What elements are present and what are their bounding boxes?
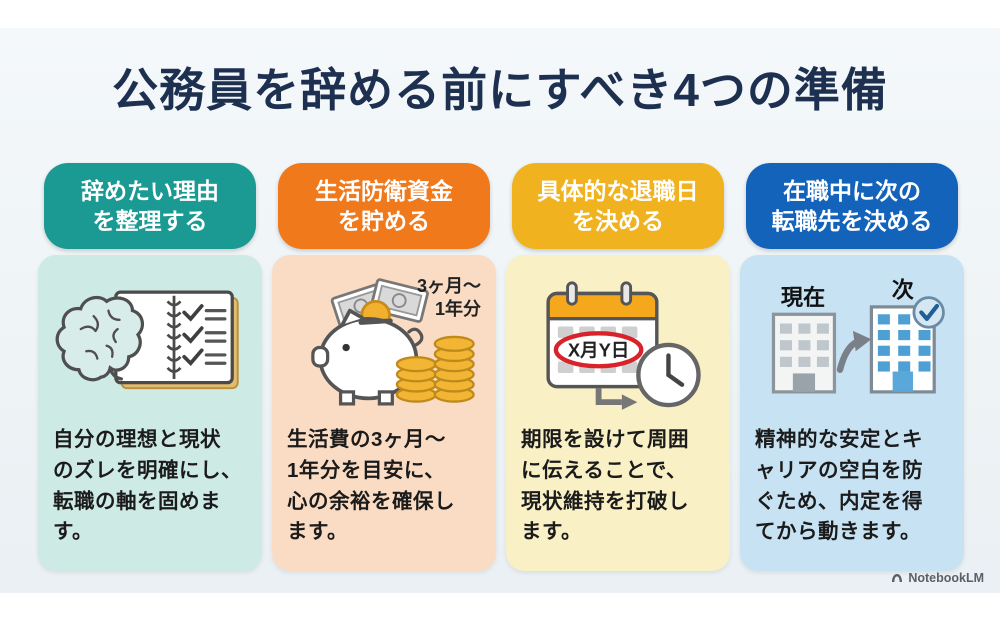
page-title: 公務員を辞める前にすべき4つの準備 <box>112 64 888 116</box>
card-header: 生活防衛資金 を貯める <box>278 163 490 249</box>
card-header: 具体的な退職日 を決める <box>512 163 724 249</box>
card-description: 精神的な安定とキ ャリアの空白を防 ぐため、内定を得 てから動きます。 <box>755 428 923 544</box>
piggy-bank-icon: 3ヶ月〜 1年分 <box>287 267 481 417</box>
savings-amount-label: 3ヶ月〜 1年分 <box>416 276 481 320</box>
card-set-quit-date: 具体的な退職日 を決める <box>506 163 730 571</box>
quit-date-placeholder: X月Y日 <box>568 340 629 361</box>
card-description: 生活費の3ヶ月〜 1年分を目安に、 心の余裕を確保し ます。 <box>287 428 455 544</box>
notebooklm-logo-icon <box>890 571 904 585</box>
card-organize-reasons: 辞めたい理由 を整理する <box>38 163 262 571</box>
brand-watermark: NotebookLM <box>890 571 984 585</box>
calendar-clock-icon: X月Y日 <box>521 267 715 417</box>
card-description: 自分の理想と現状 のズレを明確にし、 転職の軸を固めま す。 <box>53 428 242 544</box>
next-job-label: 次 <box>892 278 915 303</box>
card-panel: 現在 次 <box>740 255 964 571</box>
card-panel: 3ヶ月〜 1年分 生活費の3ヶ月〜 1年分を目安に、 心の余裕を確保し ます。 <box>272 255 496 571</box>
card-header: 在職中に次の 転職先を決める <box>746 163 958 249</box>
cards-row: 辞めたい理由 を整理する <box>38 163 964 571</box>
current-job-label: 現在 <box>781 285 825 310</box>
buildings-transition-icon: 現在 次 <box>755 267 949 417</box>
card-emergency-fund: 生活防衛資金 を貯める <box>272 163 496 571</box>
card-panel: 自分の理想と現状 のズレを明確にし、 転職の軸を固めま す。 <box>38 255 262 571</box>
card-header: 辞めたい理由 を整理する <box>44 163 256 249</box>
brain-notebook-icon <box>53 267 247 417</box>
card-panel: X月Y日 期限を設けて周囲 に伝えることで、 現状維持を打破し ます。 <box>506 255 730 571</box>
card-next-job-first: 在職中に次の 転職先を決める 現在 <box>740 163 964 571</box>
brand-name: NotebookLM <box>908 571 984 585</box>
card-description: 期限を設けて周囲 に伝えることで、 現状維持を打破し ます。 <box>521 428 689 544</box>
